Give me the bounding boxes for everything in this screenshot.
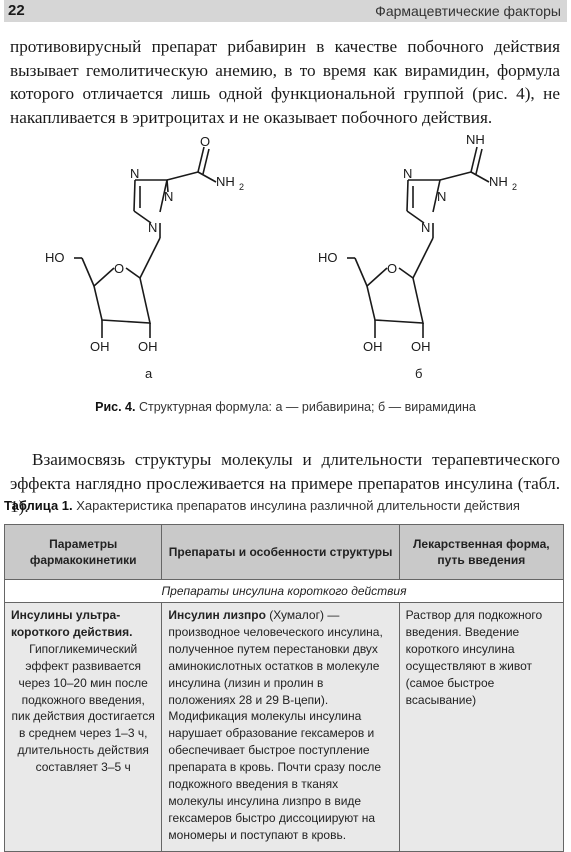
svg-text:O: O bbox=[114, 261, 124, 276]
svg-text:OH: OH bbox=[90, 339, 110, 354]
svg-text:N: N bbox=[148, 220, 157, 235]
cell-drug: Инсулин лизпро (Хумалог) — производное ч… bbox=[161, 602, 400, 852]
svg-text:N: N bbox=[421, 220, 430, 235]
figure-caption: Рис. 4. Структурная формула: а — рибавир… bbox=[95, 400, 476, 414]
paragraph-ribavirin: противовирусный препарат рибавирин в кач… bbox=[10, 37, 560, 127]
svg-text:OH: OH bbox=[411, 339, 431, 354]
svg-text:N: N bbox=[164, 189, 173, 204]
table-caption: Таблица 1. Характеристика препаратов инс… bbox=[4, 498, 520, 513]
svg-text:N: N bbox=[130, 166, 139, 181]
header-drugs: Препараты и особенности структуры bbox=[161, 524, 400, 580]
drug-description: (Хумалог) — производное человеческого ин… bbox=[168, 608, 383, 842]
svg-text:NH: NH bbox=[216, 174, 235, 189]
ribavirin-structure: O NH 2 N N N HO O OH OH bbox=[45, 134, 244, 354]
ultra-short-heading: Инсулины ультра-короткого действия. bbox=[11, 608, 133, 639]
svg-text:OH: OH bbox=[363, 339, 383, 354]
insulin-table: Параметры фармакокинетики Препараты и ос… bbox=[3, 524, 565, 852]
svg-text:OH: OH bbox=[138, 339, 158, 354]
svg-text:2: 2 bbox=[239, 182, 244, 192]
page-header: 22 Фармацевтические факторы bbox=[4, 0, 567, 22]
drug-name: Инсулин лизпро bbox=[168, 608, 266, 622]
svg-text:NH: NH bbox=[489, 174, 508, 189]
paragraph-insulin: Взаимосвязь структуры молекулы и длитель… bbox=[10, 450, 560, 516]
atom-o-carbonyl-a: O bbox=[200, 134, 210, 149]
viramidine-structure: NH NH 2 N N N HO O OH OH bbox=[318, 132, 517, 354]
header-dosage-form: Лекарственная форма, путь введения bbox=[398, 524, 565, 580]
svg-text:O: O bbox=[387, 261, 397, 276]
page-number: 22 bbox=[8, 2, 25, 19]
cell-pharmacokinetics: Инсулины ультра-короткого действия. Гипо… bbox=[3, 602, 163, 852]
table-header-row: Параметры фармакокинетики Препараты и ос… bbox=[3, 524, 565, 580]
table-section-row: Препараты инсулина короткого действия bbox=[4, 579, 564, 603]
svg-text:N: N bbox=[437, 189, 446, 204]
svg-text:NH: NH bbox=[466, 132, 485, 147]
running-title: Фармацевтические факторы bbox=[375, 3, 561, 19]
table-row: Инсулины ультра-короткого действия. Гипо… bbox=[3, 602, 565, 852]
pk-description: Гипогликемический эффект развивается чер… bbox=[11, 641, 155, 775]
svg-text:HO: HO bbox=[45, 250, 65, 265]
figure-label-b: б bbox=[415, 366, 423, 381]
section-short-acting: Препараты инсулина короткого действия bbox=[4, 579, 564, 603]
header-pharmacokinetics: Параметры фармакокинетики bbox=[3, 524, 163, 580]
figure-label-a: а bbox=[145, 366, 153, 381]
svg-text:N: N bbox=[403, 166, 412, 181]
cell-dosage-form: Раствор для подкожного введения. Введени… bbox=[398, 602, 565, 852]
svg-text:2: 2 bbox=[512, 182, 517, 192]
svg-text:HO: HO bbox=[318, 250, 338, 265]
